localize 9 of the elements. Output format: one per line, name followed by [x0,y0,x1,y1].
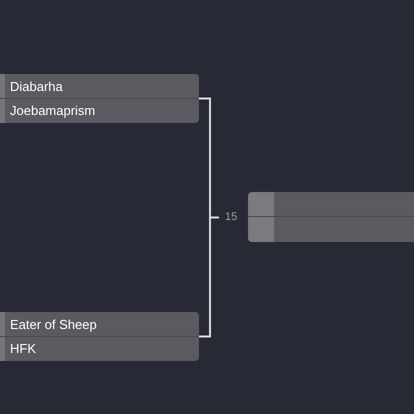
player-name: HFK [10,341,36,356]
bracket-connector [199,216,219,338]
player-name: Eater of Sheep [10,316,97,332]
player-name: Diabarha [10,78,63,94]
match-number: 15 [219,211,238,224]
empty-match-card [248,192,414,242]
match-card [0,312,199,361]
player-name: Joebamaprism [10,103,96,118]
match-card [0,74,199,123]
